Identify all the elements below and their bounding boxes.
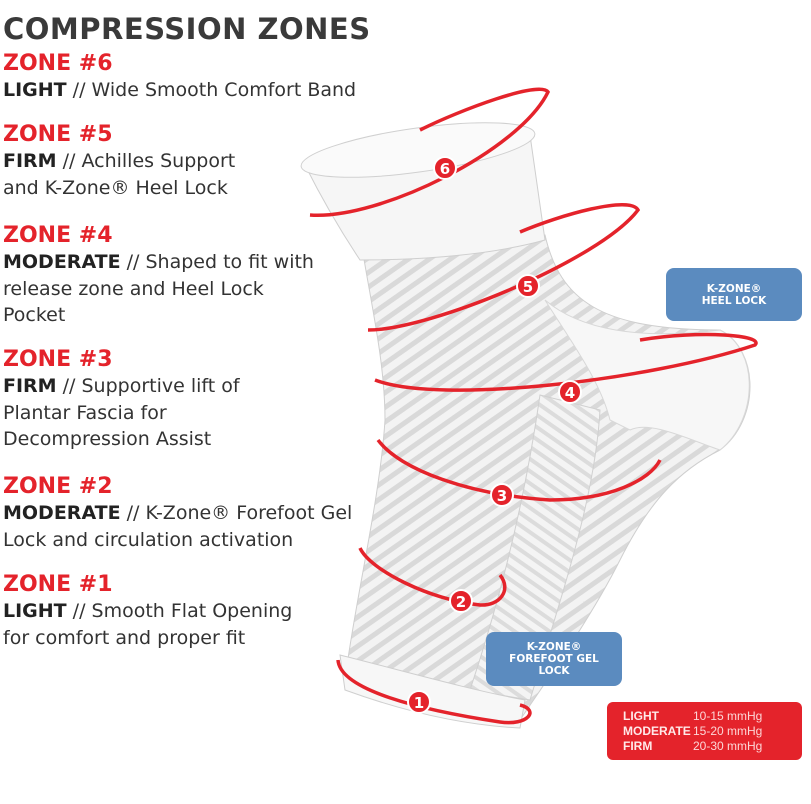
heel-lock-label-line-2: HEEL LOCK: [701, 294, 767, 307]
zone-6-detail: // Wide Smooth Comfort Band: [66, 79, 357, 101]
zone-3-description: ZONE #3 FIRM // Supportive lift of Plant…: [3, 346, 240, 453]
heel-lock-label: K-ZONE® HEEL LOCK: [666, 268, 802, 321]
zone-4-marker: 4: [558, 380, 582, 404]
zone-3-marker: 3: [490, 483, 514, 507]
heel-lock-label-line-1: K-ZONE®: [706, 282, 762, 295]
forefoot-lock-label: K-ZONE® FOREFOOT GEL LOCK: [486, 632, 622, 686]
zone-3-ring: [376, 438, 662, 502]
zone-2-description: ZONE #2 MODERATE // K-Zone® Forefoot Gel…: [3, 473, 352, 553]
zone-2-marker-label: 2: [456, 593, 466, 611]
zone-4-detail: // Shaped to fit with release zone and H…: [3, 251, 314, 326]
zone-3-detail: // Supportive lift of Plantar Fascia for…: [3, 375, 240, 450]
zone-1-ring: [336, 659, 532, 725]
legend-level-light: LIGHT: [623, 709, 659, 723]
zone-5-text: FIRM // Achilles Support and K-Zone® Hee…: [3, 148, 235, 201]
opening-band: [339, 654, 526, 729]
forefoot-lock-label-line-3: LOCK: [538, 665, 570, 677]
zone-4-ring: [374, 332, 758, 392]
legend-row-firm: FIRM 20-30 mmHg: [623, 739, 762, 753]
zone-2-marker: 2: [449, 589, 473, 613]
zone-2-heading: ZONE #2: [3, 474, 113, 499]
zone-5-marker: 5: [516, 274, 540, 298]
zone-1-marker: 1: [407, 690, 431, 714]
forefoot-lock-label-line-1: K-ZONE®: [526, 641, 582, 653]
zone-5-heading: ZONE #5: [3, 122, 113, 147]
zone-6-marker: 6: [433, 156, 457, 180]
zone-6-ring: [309, 87, 551, 217]
zone-6-heading: ZONE #6: [3, 51, 113, 76]
zone-1-heading: ZONE #1: [3, 572, 113, 597]
zone-3-marker-label: 3: [497, 487, 507, 505]
zone-3-heading: ZONE #3: [3, 347, 113, 372]
zone-4-text: MODERATE // Shaped to fit with release z…: [3, 249, 314, 329]
zone-4-description: ZONE #4 MODERATE // Shaped to fit with r…: [3, 222, 314, 329]
legend-value-firm: 20-30 mmHg: [693, 739, 763, 753]
zone-1-level: LIGHT: [3, 600, 67, 622]
forefoot-lock-label-line-2: FOREFOOT GEL: [509, 653, 599, 665]
zone-1-marker-label: 1: [414, 694, 424, 712]
page-title: COMPRESSION ZONES: [3, 12, 371, 46]
zone-2-text: MODERATE // K-Zone® Forefoot Gel Lock an…: [3, 500, 352, 553]
zone-6-marker-label: 6: [440, 160, 450, 178]
zone-5-detail: // Achilles Support and K-Zone® Heel Loc…: [3, 150, 236, 199]
legend-level-moderate: MODERATE: [623, 724, 691, 738]
zone-3-level: FIRM: [3, 375, 57, 397]
legend-value-light: 10-15 mmHg: [693, 709, 763, 723]
zone-4-level: MODERATE: [3, 251, 121, 273]
zone-4-marker-label: 4: [565, 384, 575, 402]
legend-value-moderate: 15-20 mmHg: [693, 724, 763, 738]
zone-5-ring: [367, 202, 641, 332]
heel-panel: [544, 299, 750, 451]
zone-3-text: FIRM // Supportive lift of Plantar Fasci…: [3, 373, 240, 453]
zone-6-text: LIGHT // Wide Smooth Comfort Band: [3, 77, 356, 104]
zone-2-level: MODERATE: [3, 502, 121, 524]
zone-1-text: LIGHT // Smooth Flat Opening for comfort…: [3, 598, 292, 651]
legend-level-firm: FIRM: [623, 739, 653, 753]
comfort-band-top: [300, 122, 536, 178]
zone-4-heading: ZONE #4: [3, 223, 113, 248]
legend-row-light: LIGHT 10-15 mmHg: [623, 709, 762, 723]
zone-2-detail: // K-Zone® Forefoot Gel Lock and circula…: [3, 502, 353, 551]
zone-5-description: ZONE #5 FIRM // Achilles Support and K-Z…: [3, 121, 235, 201]
zone-1-detail: // Smooth Flat Opening for comfort and p…: [3, 600, 293, 649]
zone-5-level: FIRM: [3, 150, 57, 172]
zone-6-description: ZONE #6 LIGHT // Wide Smooth Comfort Ban…: [3, 50, 356, 104]
zone-1-description: ZONE #1 LIGHT // Smooth Flat Opening for…: [3, 571, 292, 651]
zone-6-level: LIGHT: [3, 79, 67, 101]
zone-5-marker-label: 5: [523, 278, 533, 296]
